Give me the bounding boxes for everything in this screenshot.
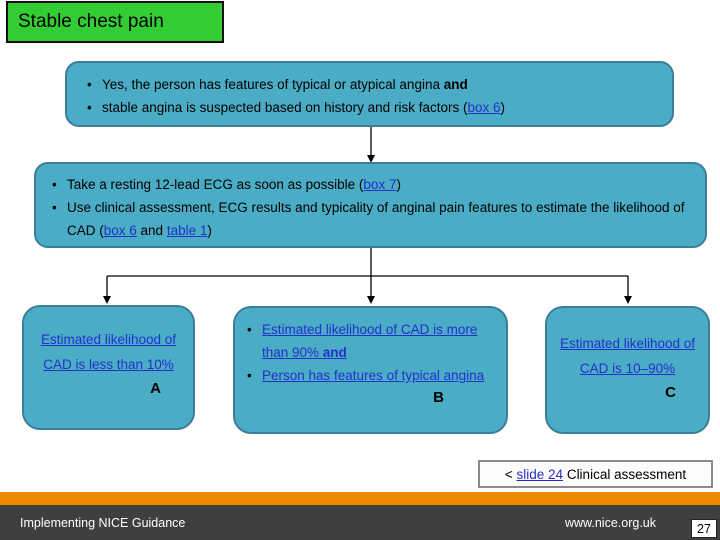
bullet-text: Use clinical assessment, ECG results and…: [67, 196, 697, 242]
outcome-label-a: A: [150, 380, 161, 397]
flow-box-ecg-assessment: • Take a resting 12-lead ECG as soon as …: [34, 162, 707, 248]
page-number-box: 27: [691, 519, 717, 538]
text-run: ): [500, 100, 505, 115]
footer-branding: Implementing NICE Guidance: [20, 515, 186, 530]
footer-bar: Implementing NICE Guidance www.nice.org.…: [0, 505, 720, 540]
text-run: <: [504, 466, 517, 482]
text-run: Clinical assessment: [563, 466, 687, 482]
bullet-icon: •: [52, 177, 57, 192]
text-run: Take a resting 12-lead ECG as soon as po…: [67, 177, 364, 192]
bullet-item: • stable angina is suspected based on hi…: [87, 96, 660, 119]
footer-url[interactable]: www.nice.org.uk: [564, 515, 656, 530]
box6-link[interactable]: box 6: [103, 223, 137, 238]
bullet-icon: •: [87, 77, 92, 92]
orange-divider-bar: [0, 492, 720, 505]
bullet-text: Estimated likelihood of CAD is more than…: [262, 318, 496, 364]
outcome-box-a: Estimated likelihood of CAD is less than…: [22, 305, 195, 430]
bullet-icon: •: [247, 322, 252, 337]
text-run: ): [396, 177, 401, 192]
bullet-icon: •: [247, 368, 252, 383]
page-number: 27: [697, 521, 711, 536]
outcome-box-b: • Estimated likelihood of CAD is more th…: [233, 306, 508, 434]
outcome-label-b: B: [433, 389, 444, 406]
text-run: Yes, the person has features of typical …: [102, 77, 444, 92]
text-run: stable angina is suspected based on hist…: [102, 100, 468, 115]
likelihood-more-90-link[interactable]: Estimated likelihood of CAD is more than…: [262, 322, 478, 360]
text-run-bold: and: [443, 77, 468, 92]
box6-link[interactable]: box 6: [467, 100, 501, 115]
bullet-text: Take a resting 12-lead ECG as soon as po…: [67, 173, 697, 196]
likelihood-10-90-link[interactable]: Estimated likelihood of CAD is 10–90%: [559, 336, 696, 376]
bullet-icon: •: [52, 200, 57, 215]
likelihood-more-90-link[interactable]: and: [322, 345, 347, 360]
bullet-item: • Use clinical assessment, ECG results a…: [52, 196, 697, 242]
title-box: Stable chest pain: [6, 1, 224, 43]
typical-angina-link[interactable]: Person has features of typical angina: [262, 368, 485, 383]
box7-link[interactable]: box 7: [363, 177, 397, 192]
bullet-item: • Person has features of typical angina: [247, 364, 496, 387]
flow-box-angina-criteria: • Yes, the person has features of typica…: [65, 61, 674, 127]
bullet-text: stable angina is suspected based on hist…: [102, 96, 660, 119]
bullet-item: • Estimated likelihood of CAD is more th…: [247, 318, 496, 364]
text-run: ): [207, 223, 212, 238]
bullet-icon: •: [87, 100, 92, 115]
page-title: Stable chest pain: [18, 11, 164, 32]
table1-link[interactable]: table 1: [166, 223, 208, 238]
bullet-text: Person has features of typical angina: [262, 364, 496, 387]
likelihood-less-10-link[interactable]: Estimated likelihood of CAD is less than…: [40, 332, 177, 372]
slide-reference-box: < slide 24 Clinical assessment: [478, 460, 713, 488]
text-run: and: [136, 223, 167, 238]
bullet-item: • Yes, the person has features of typica…: [87, 73, 660, 96]
outcome-label-c: C: [665, 384, 676, 401]
slide-24-link[interactable]: slide 24: [516, 466, 564, 482]
outcome-box-c: Estimated likelihood of CAD is 10–90% C: [545, 306, 710, 434]
bullet-item: • Take a resting 12-lead ECG as soon as …: [52, 173, 697, 196]
bullet-text: Yes, the person has features of typical …: [102, 73, 660, 96]
text-run: Use clinical assessment, ECG results and…: [67, 200, 685, 238]
